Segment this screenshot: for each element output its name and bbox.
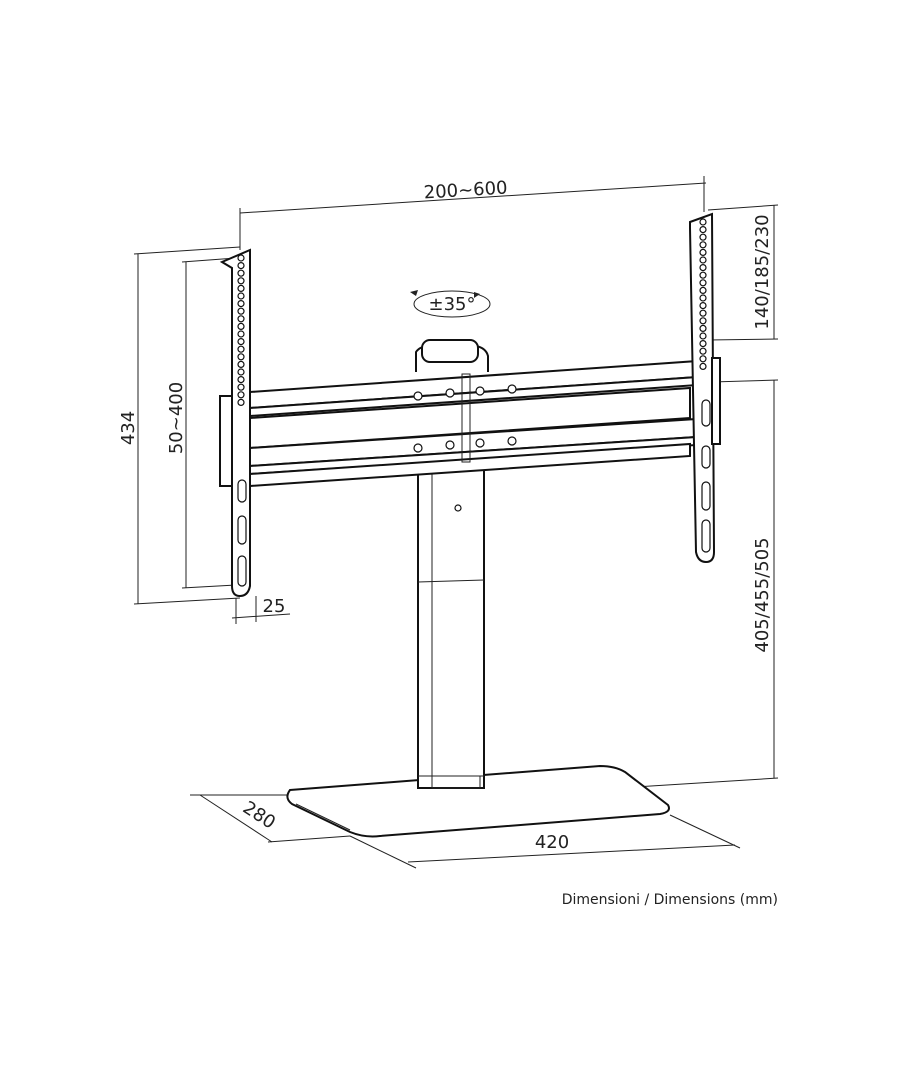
- base-plate: [286, 764, 670, 838]
- width-range-label: 200~600: [423, 177, 508, 203]
- dimension-lines: [133, 176, 779, 869]
- mounting-hole: [699, 317, 707, 325]
- mounting-hole: [237, 292, 245, 300]
- mounting-hole: [237, 376, 245, 384]
- mounting-hole: [237, 383, 245, 391]
- bracket-depth-label: 25: [263, 596, 286, 617]
- mounting-hole: [699, 286, 707, 294]
- column: [415, 339, 489, 789]
- vesa-offset-label: 140/185/230: [752, 214, 773, 329]
- mounting-hole: [237, 254, 245, 262]
- mounting-hole: [699, 264, 707, 272]
- mounting-hole: [699, 233, 707, 241]
- mounting-hole: [237, 307, 245, 315]
- mounting-hole: [237, 391, 245, 399]
- mounting-hole: [237, 345, 245, 353]
- mounting-hole: [237, 360, 245, 368]
- mounting-hole: [699, 241, 707, 249]
- screws: [413, 384, 517, 453]
- base-depth-label: 280: [239, 797, 279, 833]
- mounting-hole: [237, 284, 245, 292]
- mounting-hole: [699, 218, 707, 226]
- dimensions-caption: Dimensioni / Dimensions (mm): [562, 892, 778, 908]
- mounting-hole: [237, 368, 245, 376]
- tilt-label: ±35°: [429, 294, 476, 315]
- horizontal-rails: [249, 358, 713, 488]
- mounting-hole: [237, 277, 245, 285]
- mounting-hole: [699, 362, 707, 370]
- tilt-indicator: ±35°: [410, 290, 491, 318]
- column-height-label: 405/455/505: [752, 537, 773, 652]
- mounting-hole: [237, 262, 245, 270]
- mounting-hole: [699, 226, 707, 234]
- mounting-hole: [237, 269, 245, 277]
- base-width-label: 420: [535, 832, 569, 853]
- mounting-hole: [699, 347, 707, 355]
- mounting-hole: [699, 271, 707, 279]
- total-height-label: 434: [118, 411, 139, 445]
- mounting-hole: [699, 332, 707, 340]
- mounting-hole: [699, 302, 707, 310]
- mounting-hole: [237, 315, 245, 323]
- mounting-hole: [699, 279, 707, 287]
- mounting-hole: [699, 294, 707, 302]
- mounting-hole: [237, 398, 245, 406]
- mounting-hole: [699, 309, 707, 317]
- mounting-hole: [237, 338, 245, 346]
- mounting-hole: [699, 324, 707, 332]
- left-vesa-arm: [219, 248, 251, 598]
- mounting-hole: [237, 322, 245, 330]
- mounting-hole: [699, 355, 707, 363]
- vesa-height-label: 50~400: [166, 382, 187, 454]
- mounting-hole: [699, 248, 707, 256]
- tilt-arrow-icon: [410, 290, 418, 296]
- mounting-hole: [699, 256, 707, 264]
- mounting-hole: [237, 353, 245, 361]
- mounting-hole: [237, 300, 245, 308]
- mounting-hole: [237, 330, 245, 338]
- mounting-hole: [699, 340, 707, 348]
- right-vesa-arm: [689, 212, 721, 564]
